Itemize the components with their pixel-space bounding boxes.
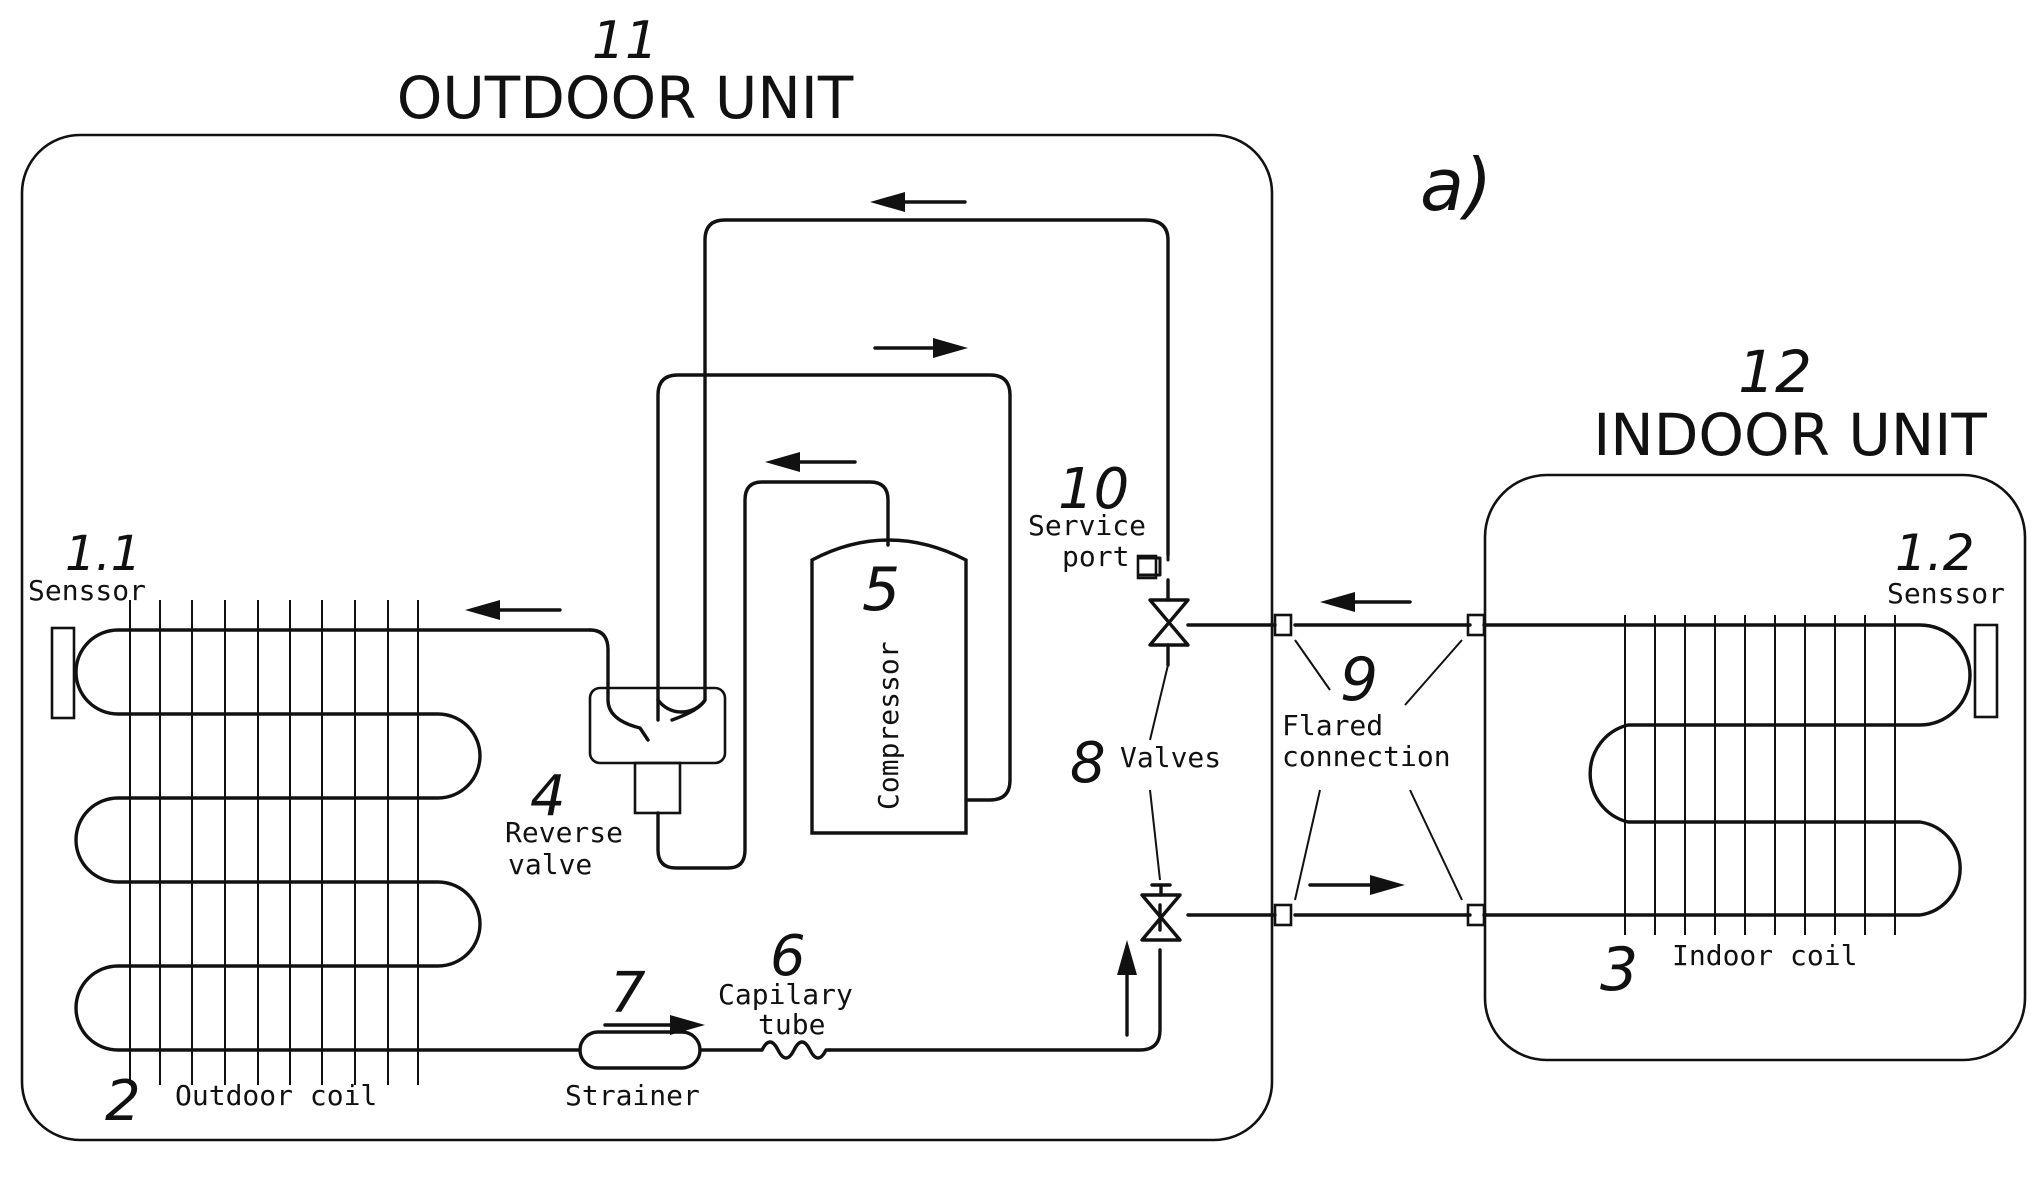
flared-connection-label-1: Flared: [1282, 709, 1383, 742]
compressor-body: [810, 538, 968, 835]
valves-leader-lower: [1149, 789, 1161, 881]
outdoor-coil-label: Outdoor coil: [175, 1079, 377, 1112]
outdoor-unit-title: OUTDOOR UNIT: [397, 64, 854, 132]
sensor-outdoor-label: Senssor: [28, 574, 146, 607]
sensor-indoor-label: Senssor: [1887, 577, 2005, 610]
indoor-unit-number: 12: [1738, 338, 1812, 406]
lower-valve: [1140, 883, 1182, 942]
indoor-unit-box: [1483, 473, 2027, 1062]
service-port-number: 10: [1058, 457, 1129, 522]
flared-connection-number: 9: [1340, 645, 1378, 715]
arrow-mid-right: [873, 338, 968, 358]
compressor-label: Compressor: [872, 641, 905, 810]
indoor-unit-title: INDOOR UNIT: [1593, 401, 1987, 469]
sensor-outdoor-number: 1.1: [65, 526, 141, 582]
arrow-coil-left: [465, 600, 562, 620]
indoor-coil-number: 3: [1600, 935, 1638, 1005]
strainer-number: 7: [610, 961, 646, 1026]
reverse-valve-label-2: valve: [508, 848, 592, 881]
compressor-number: 5: [862, 555, 900, 625]
flow-arrows: [465, 192, 1412, 1037]
reverse-valve-label-1: Reverse: [505, 816, 623, 849]
arrow-interconnect-right: [1308, 875, 1405, 895]
sensor-outdoor: [50, 626, 76, 720]
valves-label: Valves: [1120, 741, 1221, 774]
sensor-indoor: [1973, 623, 1999, 719]
strainer: [578, 1030, 702, 1070]
valves-leader-upper: [1149, 664, 1169, 741]
figure-label: a): [1420, 143, 1492, 227]
arrow-interconnect-left: [1320, 592, 1412, 612]
arrow-top-left: [870, 192, 967, 212]
outdoor-coil-number: 2: [105, 1069, 141, 1134]
arrow-up: [1117, 940, 1137, 1037]
reverse-valve-number: 4: [530, 764, 566, 829]
capillary-tube-label-1: Capilary: [718, 978, 853, 1011]
outdoor-unit-number: 11: [592, 11, 658, 71]
capillary-tube-label-2: tube: [758, 1008, 825, 1041]
valves-number: 8: [1070, 731, 1106, 796]
capillary-tube-number: 6: [770, 924, 806, 989]
service-port: [1136, 553, 1170, 580]
arrow-compressor-left: [765, 452, 857, 472]
strainer-label: Strainer: [565, 1079, 700, 1112]
outdoor-unit-box: [20, 133, 1274, 1142]
flared-connections: [1273, 613, 1486, 927]
outdoor-coil: [74, 600, 592, 1085]
indoor-coil: [1482, 615, 1972, 935]
arrow-strainer-right: [603, 1015, 705, 1035]
service-port-label-1: Service: [1028, 509, 1146, 542]
flared-connection-label-2: connection: [1282, 740, 1451, 773]
service-port-label-2: port: [1062, 540, 1129, 573]
refrigerant-piping: [588, 218, 1472, 1052]
upper-valve: [1148, 578, 1190, 647]
capillary-tube: [760, 1040, 832, 1060]
sensor-indoor-number: 1.2: [1895, 524, 1975, 582]
indoor-coil-label: Indoor coil: [1672, 939, 1857, 972]
